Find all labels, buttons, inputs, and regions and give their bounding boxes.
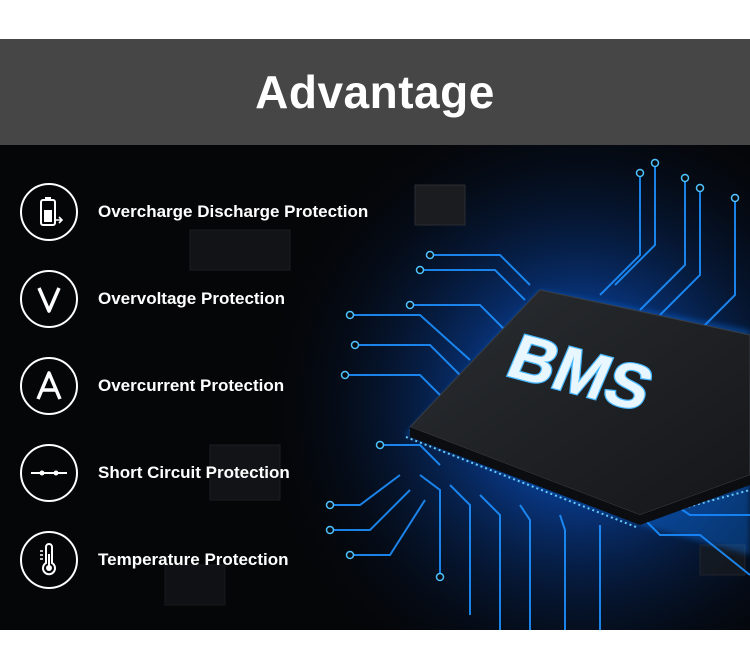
thermometer-icon xyxy=(20,531,78,589)
feature-item-short-circuit: Short Circuit Protection xyxy=(20,443,290,503)
current-icon xyxy=(20,357,78,415)
battery-icon xyxy=(20,183,78,241)
page-title: Advantage xyxy=(255,66,495,118)
feature-list: Overcharge Discharge Protection Overvolt… xyxy=(0,145,400,630)
feature-label: Overcurrent Protection xyxy=(98,376,285,395)
voltage-icon xyxy=(20,270,78,328)
feature-label: Overvoltage Protection xyxy=(98,289,286,308)
feature-label: Overcharge Discharge Protection xyxy=(98,202,369,221)
small-chip-shape xyxy=(414,184,466,226)
feature-item-temperature: Temperature Protection xyxy=(20,530,289,590)
feature-item-overvoltage: Overvoltage Protection xyxy=(20,269,285,329)
short-circuit-icon xyxy=(20,444,78,502)
circuit-board-illustration: BMS xyxy=(0,145,750,630)
feature-label: Short Circuit Protection xyxy=(98,463,290,482)
header-banner: Advantage xyxy=(0,39,750,145)
feature-label: Temperature Protection xyxy=(98,550,289,569)
feature-item-overcurrent: Overcurrent Protection xyxy=(20,356,284,416)
bms-hero-image: BMS Overcharge Discharge Protection xyxy=(0,145,750,630)
feature-item-overcharge: Overcharge Discharge Protection xyxy=(20,182,368,242)
